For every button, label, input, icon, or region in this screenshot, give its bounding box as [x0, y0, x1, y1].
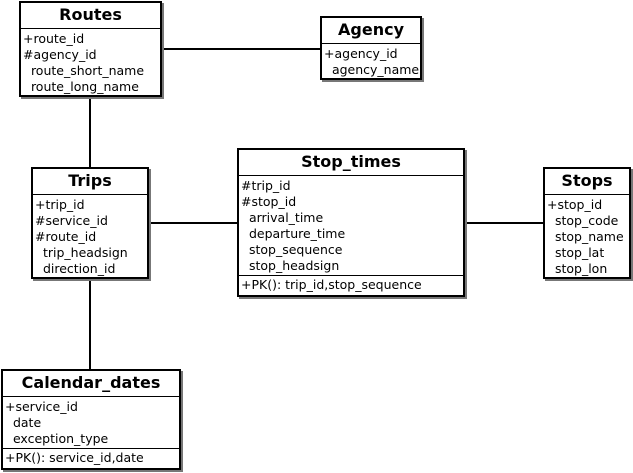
attribute: agency_name [324, 62, 420, 77]
attribute: +service_id [5, 399, 78, 414]
entity-title: Agency [322, 18, 420, 44]
attribute: stop_code [547, 213, 619, 228]
connector-routes-trips [89, 96, 91, 168]
attribute-list: +stop_id stop_code stop_name stop_lat st… [545, 195, 629, 278]
connector-trips-calendar-dates [89, 278, 91, 370]
connector-trips-stop-times [148, 222, 239, 224]
attribute: stop_lat [547, 245, 605, 260]
attribute: direction_id [35, 261, 116, 276]
entity-trips: Trips +trip_id #service_id #route_id tri… [31, 167, 149, 279]
attribute: stop_lon [547, 261, 608, 276]
attribute: #trip_id [241, 178, 291, 193]
attribute: date [5, 415, 42, 430]
entity-stop-times: Stop_times #trip_id #stop_id arrival_tim… [237, 148, 465, 297]
attribute: stop_sequence [241, 242, 343, 257]
attribute: exception_type [5, 431, 109, 446]
attribute-list: +trip_id #service_id #route_id trip_head… [33, 195, 147, 278]
method: +PK(): service_id,date [5, 450, 144, 465]
attribute: arrival_time [241, 210, 324, 225]
entity-title: Calendar_dates [3, 371, 179, 397]
entity-agency: Agency +agency_id agency_name [320, 16, 422, 80]
entity-title: Stop_times [239, 150, 463, 176]
attribute-list: +route_id #agency_id route_short_name ro… [21, 29, 160, 96]
attribute: #service_id [35, 213, 108, 228]
attribute-list: +service_id date exception_type [3, 397, 179, 448]
entity-title: Stops [545, 169, 629, 195]
method: +PK(): trip_id,stop_sequence [241, 277, 422, 292]
attribute: #agency_id [23, 47, 97, 62]
attribute: trip_headsign [35, 245, 128, 260]
attribute: +stop_id [547, 197, 603, 212]
entity-routes: Routes +route_id #agency_id route_short_… [19, 1, 162, 97]
attribute-list: #trip_id #stop_id arrival_time departure… [239, 176, 463, 275]
method-list: +PK(): service_id,date [3, 448, 179, 467]
attribute: #route_id [35, 229, 97, 244]
attribute: departure_time [241, 226, 346, 241]
entity-stops: Stops +stop_id stop_code stop_name stop_… [543, 167, 631, 279]
attribute: #stop_id [241, 194, 297, 209]
entity-title: Routes [21, 3, 160, 29]
attribute: stop_name [547, 229, 624, 244]
attribute-list: +agency_id agency_name [322, 44, 420, 79]
method-list: +PK(): trip_id,stop_sequence [239, 275, 463, 294]
attribute: +trip_id [35, 197, 85, 212]
entity-title: Trips [33, 169, 147, 195]
connector-stop-times-stops [464, 222, 544, 224]
attribute: route_short_name [23, 63, 145, 78]
attribute: route_long_name [23, 79, 139, 94]
attribute: stop_headsign [241, 258, 340, 273]
connector-routes-agency [161, 48, 321, 50]
attribute: +route_id [23, 31, 85, 46]
attribute: +agency_id [324, 46, 398, 61]
entity-calendar-dates: Calendar_dates +service_id date exceptio… [1, 369, 181, 470]
